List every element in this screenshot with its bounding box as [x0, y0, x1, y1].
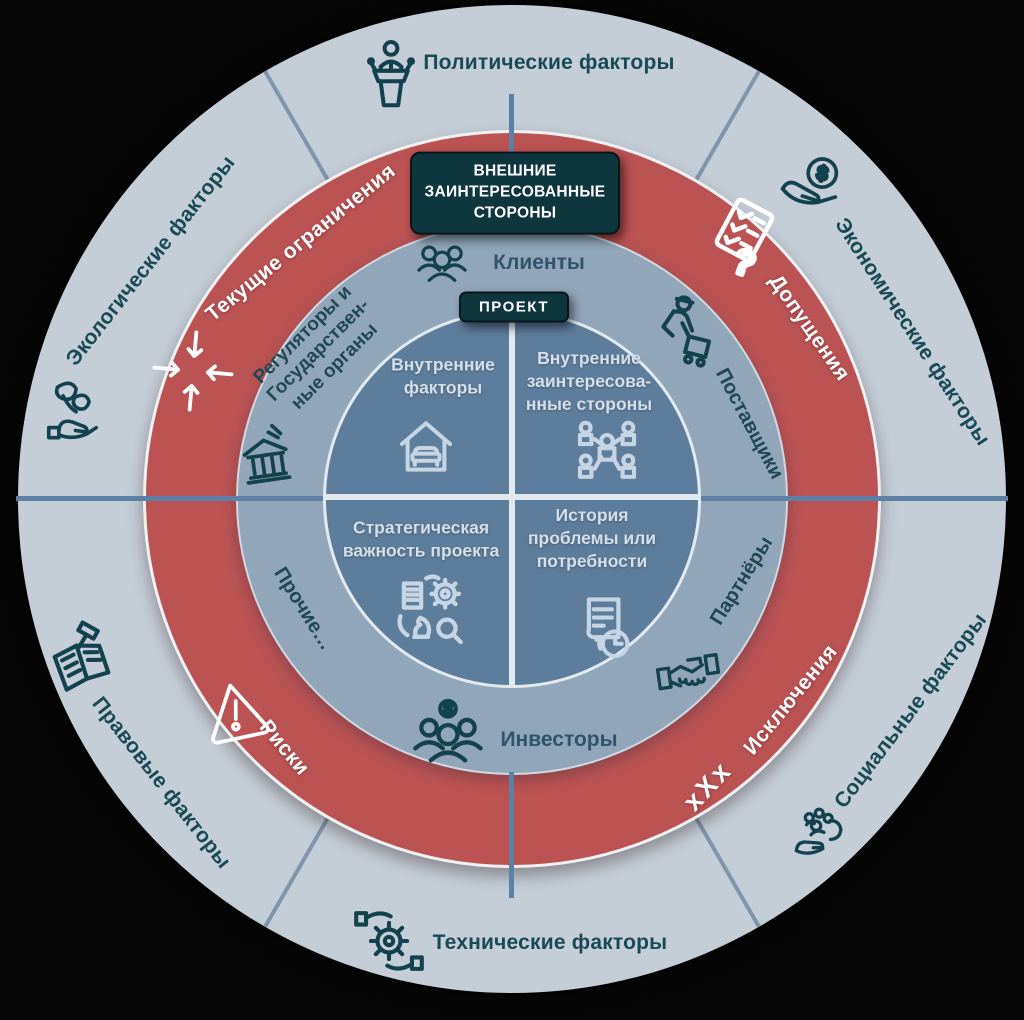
- document-history-icon: [561, 588, 643, 670]
- investors-group-icon: [405, 695, 491, 781]
- quadrant-title-internal-stakeholders: Внутренние заинтересова- нные стороны: [525, 347, 653, 414]
- label-political-factors: Политические факторы: [423, 51, 675, 74]
- label-clients: Клиенты: [493, 251, 585, 274]
- warning-triangle-icon: [192, 669, 280, 757]
- quadrant-title-internal-factors: Внутренние факторы: [391, 354, 495, 397]
- law-book-gavel-icon: [34, 607, 131, 704]
- podium-speaker-icon: [351, 38, 431, 118]
- external-stakeholders-badge: ВНЕШНИЕ ЗАИНТЕРЕСОВАННЫЕ СТОРОНЫ: [410, 151, 620, 235]
- quadrant-title-strategic-importance: Стратегическая важность проекта: [342, 517, 500, 560]
- label-investors: Инвесторы: [500, 728, 618, 751]
- government-building-icon: [224, 416, 308, 500]
- core-horizontal-divider: [326, 494, 698, 500]
- house-interior-icon: [386, 404, 466, 484]
- strategy-cycle-icon: [385, 568, 471, 654]
- label-technical-factors: Технические факторы: [432, 931, 668, 954]
- gear-in-hands-icon: [348, 900, 430, 982]
- bottom-vertical-divider: [509, 772, 514, 898]
- quadrant-title-problem-history: История проблемы или потребности: [527, 504, 657, 571]
- project-badge: ПРОЕКТ: [459, 291, 569, 323]
- hand-leaves-icon: [43, 370, 115, 442]
- handshake-icon: [650, 633, 727, 710]
- community-in-hands-icon: [779, 793, 855, 869]
- clients-group-icon: [410, 233, 474, 297]
- project-core-circle: [323, 310, 701, 688]
- people-network-icon: [566, 408, 648, 490]
